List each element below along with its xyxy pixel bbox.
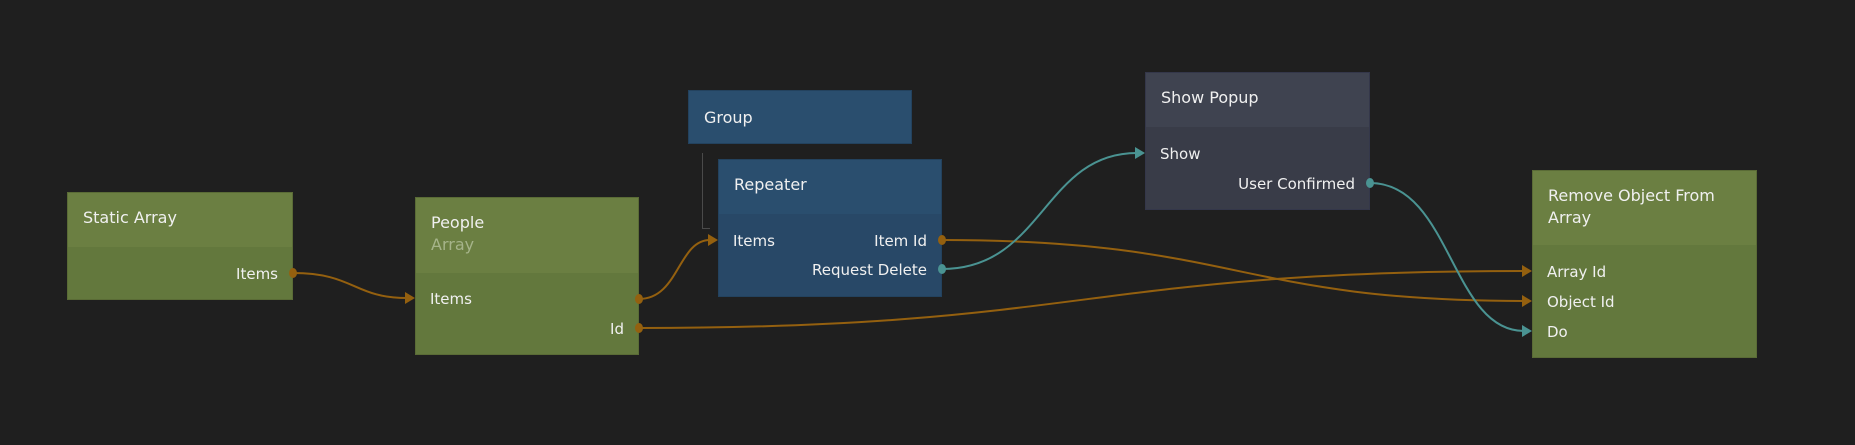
- output-port-items[interactable]: Items: [236, 265, 278, 283]
- input-arrow-icon[interactable]: [1135, 147, 1145, 159]
- node-title: Static Array: [83, 208, 177, 227]
- output-port-user-confirmed[interactable]: User Confirmed: [1238, 175, 1355, 193]
- input-port-object-id[interactable]: Object Id: [1547, 293, 1615, 311]
- node-repeater[interactable]: Repeater Items Item Id Request Delete: [718, 159, 942, 297]
- group-child-bracket: [702, 153, 710, 229]
- input-arrow-icon[interactable]: [1522, 265, 1532, 277]
- node-subtitle: Array: [431, 235, 475, 254]
- connection-wire[interactable]: [638, 239, 711, 300]
- node-title: Repeater: [734, 175, 807, 194]
- connection-wire[interactable]: [292, 272, 408, 299]
- output-port-request-delete[interactable]: Request Delete: [812, 261, 927, 279]
- node-title: Show Popup: [1161, 88, 1259, 107]
- input-arrow-icon[interactable]: [1522, 325, 1532, 337]
- connection-wire[interactable]: [1369, 182, 1525, 332]
- input-port-items[interactable]: Items: [430, 290, 472, 308]
- input-arrow-icon[interactable]: [1522, 295, 1532, 307]
- input-arrow-icon[interactable]: [405, 292, 415, 304]
- node-title-text: People: [431, 213, 485, 232]
- output-port-id[interactable]: Id: [610, 320, 624, 338]
- node-title: Group: [704, 108, 753, 127]
- connection-wire[interactable]: [941, 239, 1525, 302]
- node-title: Remove Object From Array: [1548, 186, 1715, 227]
- node-show-popup[interactable]: Show Popup Show User Confirmed: [1145, 72, 1370, 210]
- input-port-items[interactable]: Items: [733, 232, 775, 250]
- node-group[interactable]: Group: [688, 90, 912, 144]
- connection-wire[interactable]: [941, 152, 1138, 270]
- input-port-array-id[interactable]: Array Id: [1547, 263, 1607, 281]
- input-port-do[interactable]: Do: [1547, 323, 1568, 341]
- input-port-show[interactable]: Show: [1160, 145, 1201, 163]
- node-remove-object-from-array[interactable]: Remove Object From Array Array Id Object…: [1532, 170, 1757, 358]
- node-static-array[interactable]: Static Array Items: [67, 192, 293, 300]
- input-arrow-icon[interactable]: [708, 234, 718, 246]
- output-port-item-id[interactable]: Item Id: [874, 232, 927, 250]
